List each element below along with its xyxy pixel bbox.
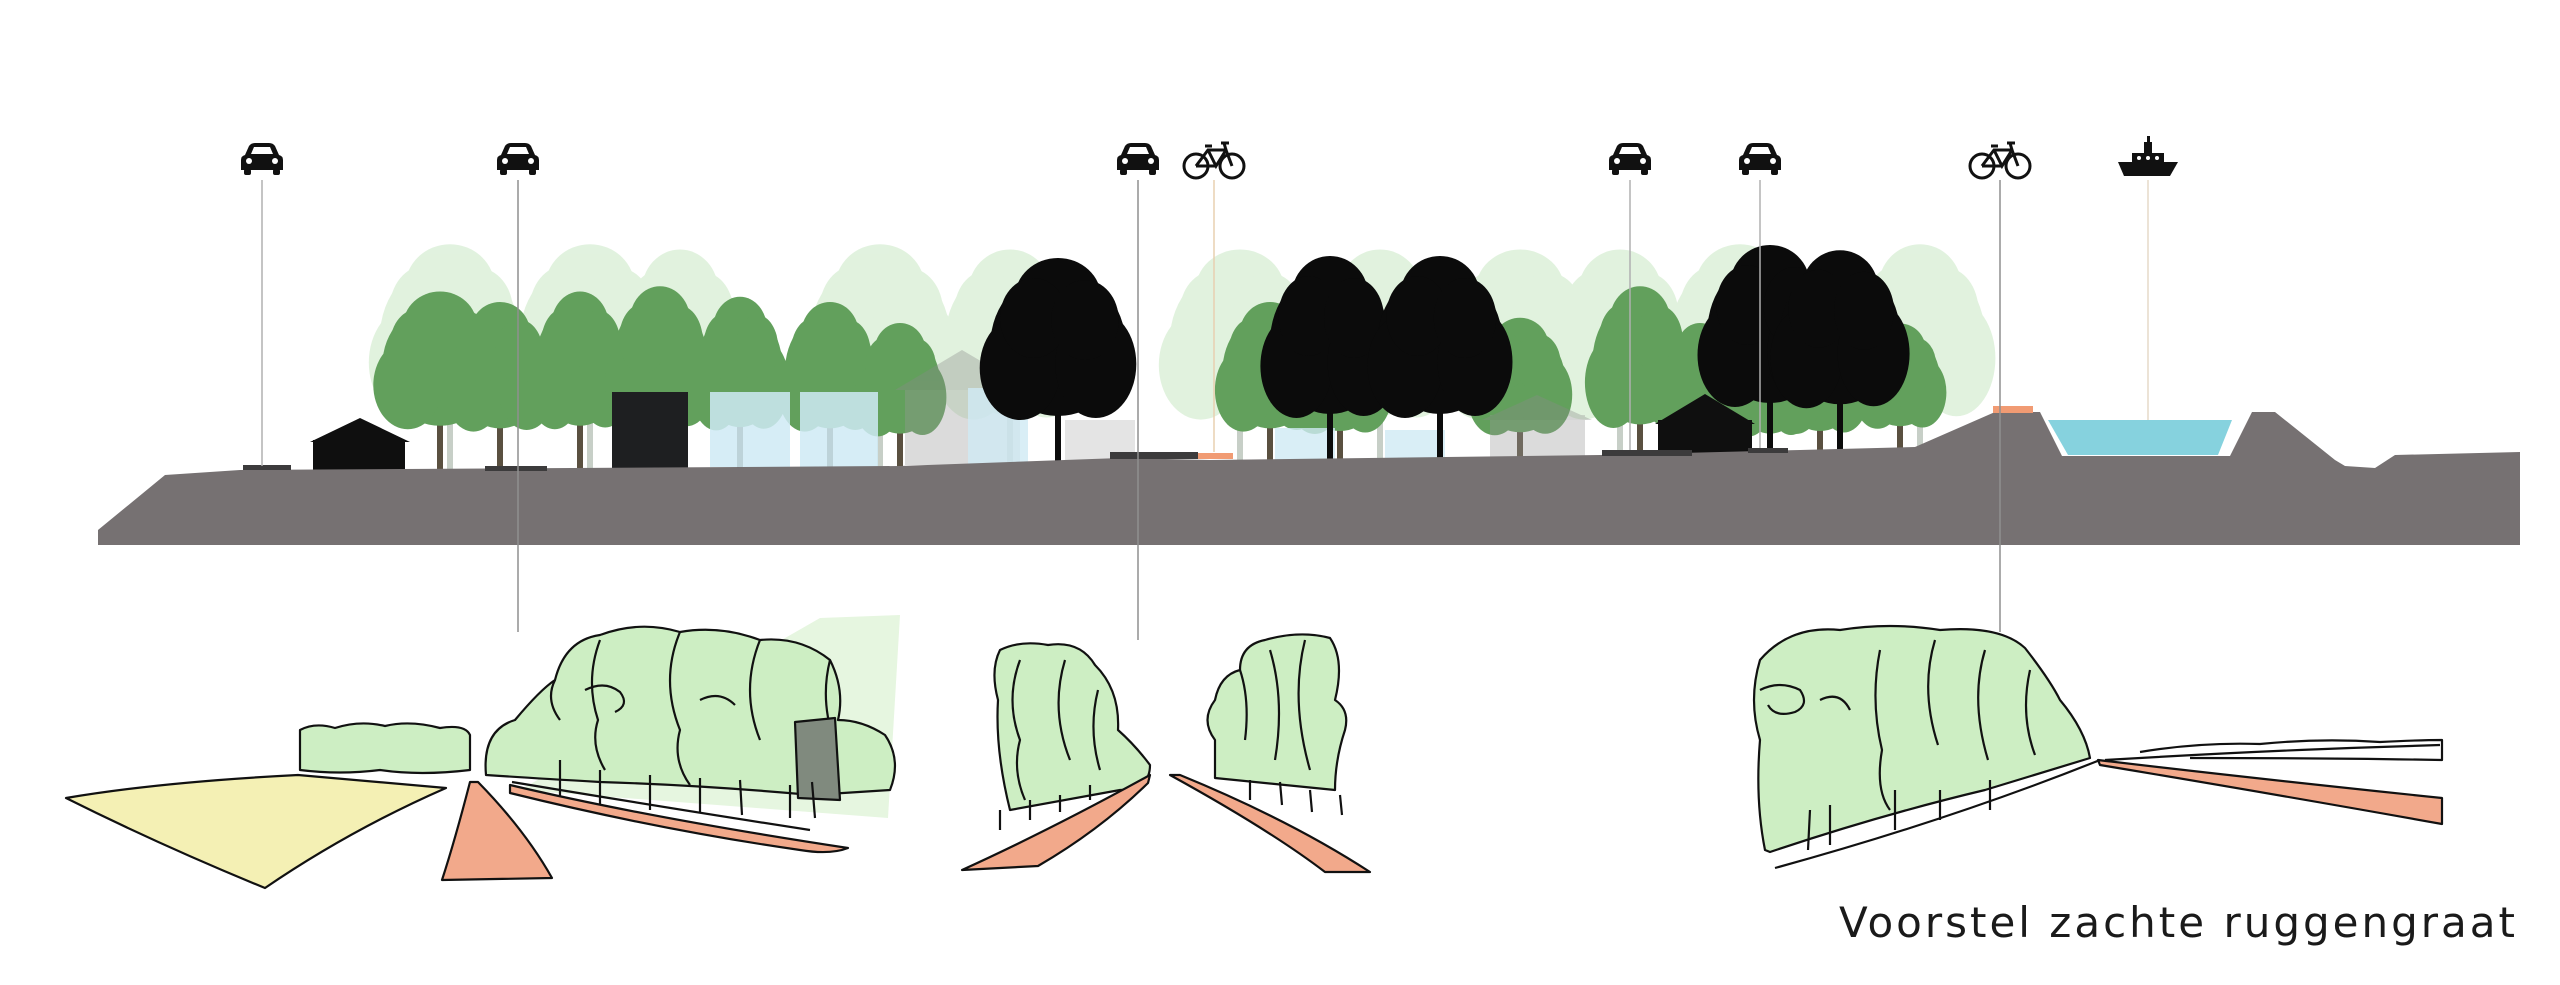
bike-path-strip [1993,406,2033,413]
canopy-sketch [1206,633,1348,792]
road-strip [243,465,291,470]
road-strip [1602,450,1692,456]
canopy-sketch [1752,624,2092,854]
path-sketch [960,773,1152,872]
car-icon [1609,143,1651,175]
road-strip [485,466,547,471]
field-sketch [64,773,448,890]
green-tree [527,291,633,470]
sketch-middle [960,633,1372,874]
dark-tree [1367,256,1513,466]
glass-building [800,392,878,467]
road-strip [1110,452,1198,459]
car-icon [1739,143,1781,175]
dark-building [612,392,688,468]
dark-silhouette-trees [979,245,1910,468]
car-icon [241,143,283,175]
ship-icon [2118,136,2178,176]
bicycle-icon [1968,141,2032,180]
leader-lines [261,180,2149,640]
glass-building [710,392,790,467]
ground-section [98,412,2520,545]
dark-tree [1260,256,1400,466]
bike-path-strip [1198,453,1233,459]
path-sketch [508,783,850,854]
dark-tree [1770,250,1910,455]
car-icon [497,143,539,175]
black-house [310,418,410,470]
canopy-sketch [993,642,1152,812]
bicycle-icon [1182,141,1246,180]
canal-water [2048,420,2232,455]
path-sketch [440,780,554,882]
sketch-right [1752,624,2444,870]
road-strip [1748,448,1788,453]
car-icon [1117,143,1159,175]
diagram-caption: Voorstel zachte ruggengraat [1838,898,2518,947]
dark-tree [979,258,1137,468]
sketch-left [64,615,900,890]
path-sketch [1168,773,1372,874]
hedge-sketch [298,722,472,775]
path-sketch [2096,758,2444,826]
mode-icons [241,136,2178,180]
